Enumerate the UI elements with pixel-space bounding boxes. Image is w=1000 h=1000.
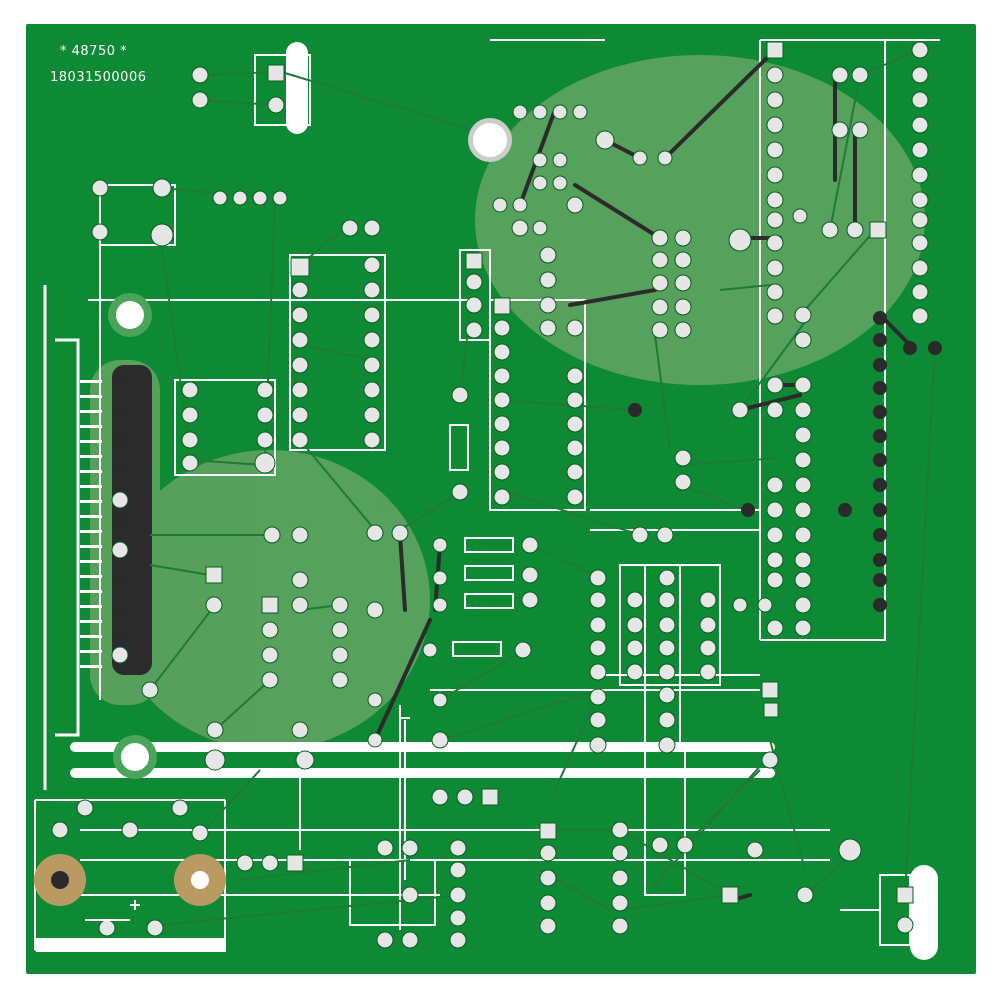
left-connector-fingers <box>80 380 102 668</box>
board-serial-number: 18031500006 <box>50 70 147 85</box>
board-mark-code: * 48750 * <box>60 44 128 59</box>
copper-pour-top-right <box>475 55 925 385</box>
plated-pads-dark <box>114 311 942 641</box>
silkscreen-small-parts <box>85 537 514 921</box>
pads <box>51 41 929 949</box>
mounting-holes <box>34 118 512 906</box>
left-connector-silkscreen <box>43 285 80 790</box>
